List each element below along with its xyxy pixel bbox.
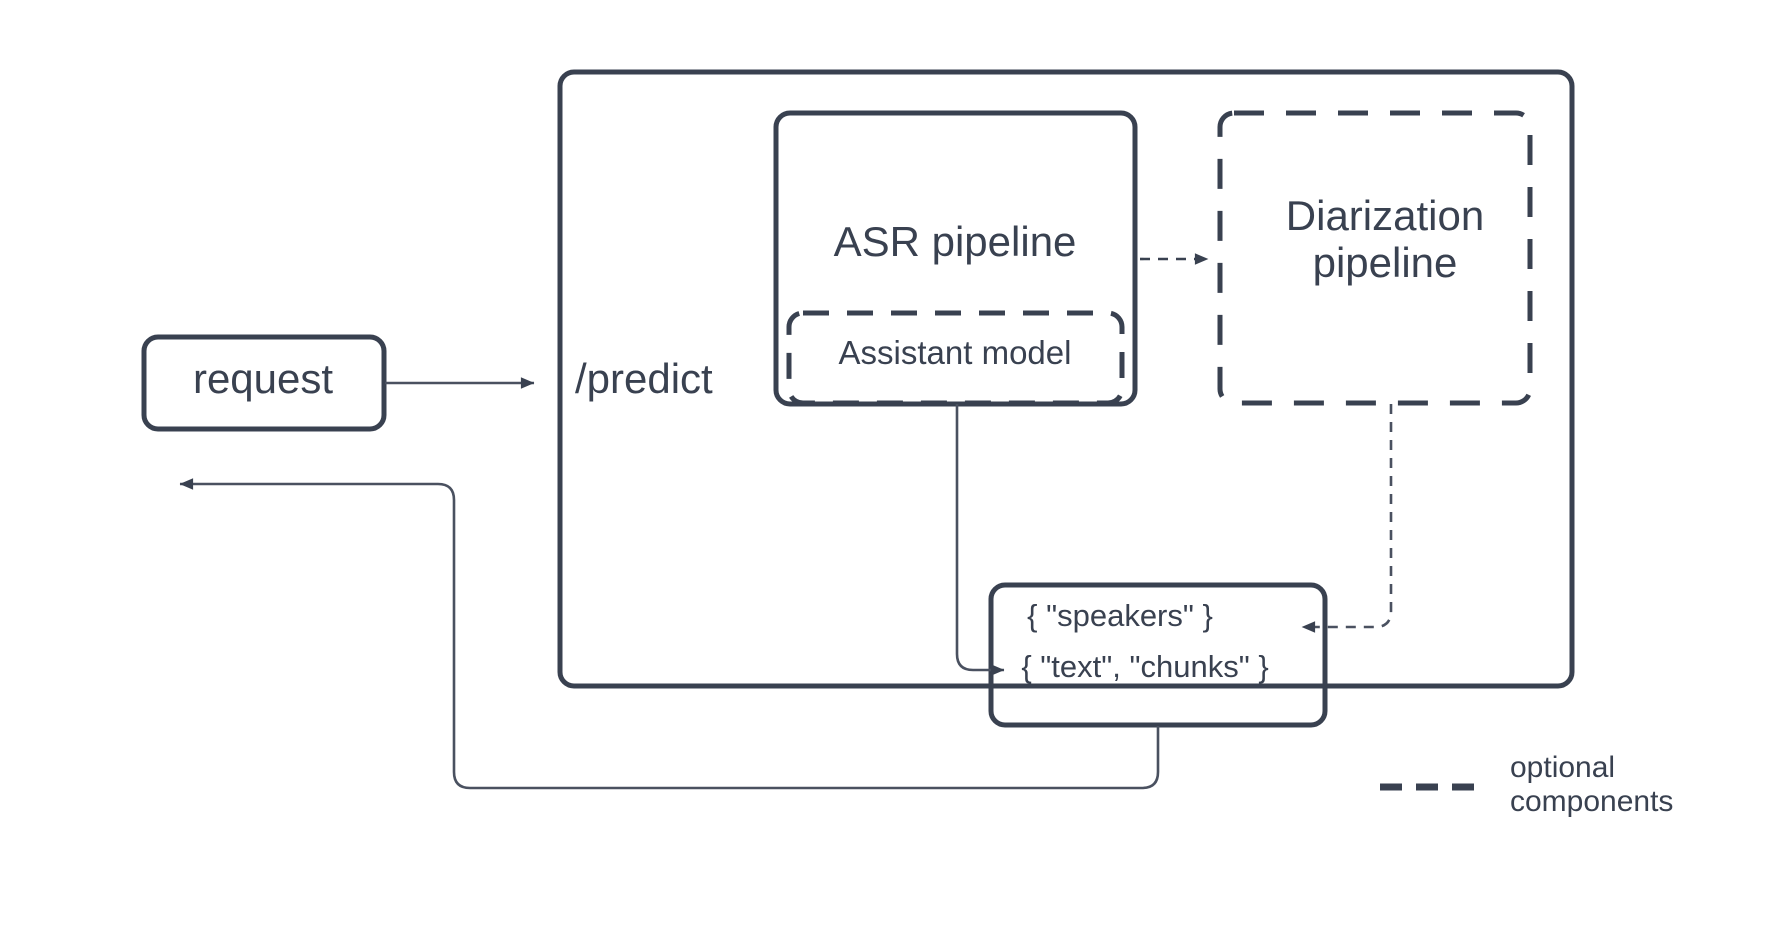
edge-diarization-to-output-speakers — [1301, 404, 1393, 633]
edge-asr-to-output-text — [955, 404, 1005, 676]
assistant-model-box[interactable] — [786, 310, 1125, 406]
predict-container[interactable] — [557, 69, 1575, 689]
diarization-pipeline-box[interactable] — [1217, 110, 1533, 406]
edge-output-to-response — [179, 478, 1160, 790]
output-payload-box[interactable] — [988, 582, 1328, 728]
request-node-box[interactable] — [141, 334, 387, 432]
asr-pipeline-box[interactable] — [773, 110, 1138, 407]
